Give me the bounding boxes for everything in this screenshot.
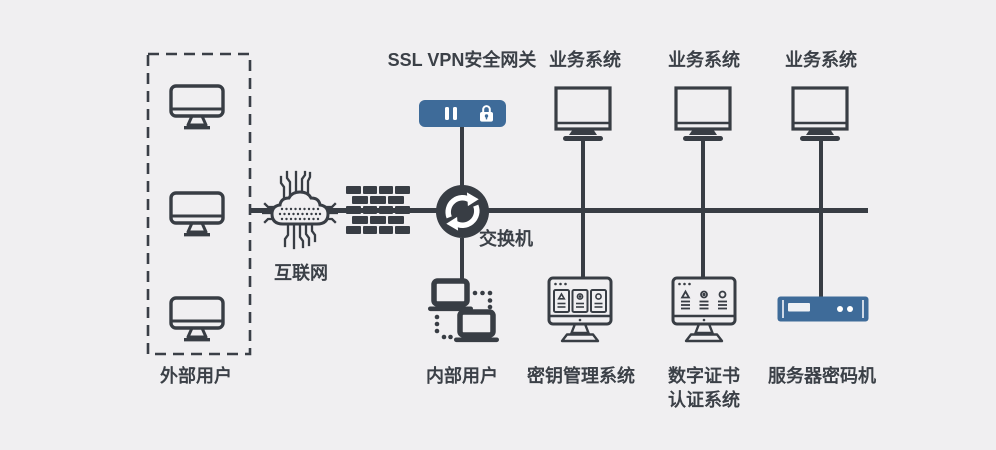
switch-label: 交换机 — [479, 229, 533, 249]
gateway-label: SSL VPN安全网关 — [387, 50, 537, 70]
server-cipher-label: 服务器密码机 — [768, 366, 876, 386]
key-management-icon — [547, 276, 613, 343]
business-monitor-icon-2 — [674, 86, 732, 141]
business-monitor-icon-3 — [791, 86, 849, 141]
key-management-label: 密钥管理系统 — [527, 366, 635, 386]
certificate-system-icon — [671, 276, 737, 343]
internet-label: 互联网 — [274, 263, 328, 283]
firewall-icon — [346, 186, 410, 234]
certificate-system-label: 数字证书 认证系统 — [668, 364, 740, 413]
external-monitor-icon-1 — [169, 84, 225, 130]
business-system-label-2: 业务系统 — [668, 50, 740, 70]
external-monitor-icon-2 — [169, 191, 225, 237]
external-users-dashed-box — [146, 52, 252, 356]
external-monitor-icon-3 — [169, 296, 225, 342]
pause-icon — [445, 107, 449, 120]
pause-icon — [453, 107, 457, 120]
internal-users-icon — [428, 278, 499, 343]
column2-line — [701, 140, 705, 280]
lock-icon — [480, 105, 493, 122]
business-system-label-3: 业务系统 — [785, 50, 857, 70]
business-monitor-icon-1 — [554, 86, 612, 141]
rack-server-icon — [777, 296, 869, 322]
certificate-label-line1: 数字证书 — [668, 366, 740, 386]
business-system-label-1: 业务系统 — [549, 50, 621, 70]
switch-icon — [435, 184, 490, 239]
column1-line — [581, 140, 585, 280]
internet-icon — [262, 170, 338, 250]
column3-line — [819, 140, 823, 298]
external-users-label: 外部用户 — [160, 366, 232, 386]
internal-users-label: 内部用户 — [426, 366, 498, 386]
certificate-label-line2: 认证系统 — [668, 390, 740, 411]
vpn-gateway-icon — [419, 100, 506, 127]
main-bus-line — [249, 208, 868, 213]
sync-arrows-icon — [445, 192, 480, 231]
switch-to-internal-line — [460, 238, 464, 280]
gateway-to-switch-line — [460, 126, 464, 188]
